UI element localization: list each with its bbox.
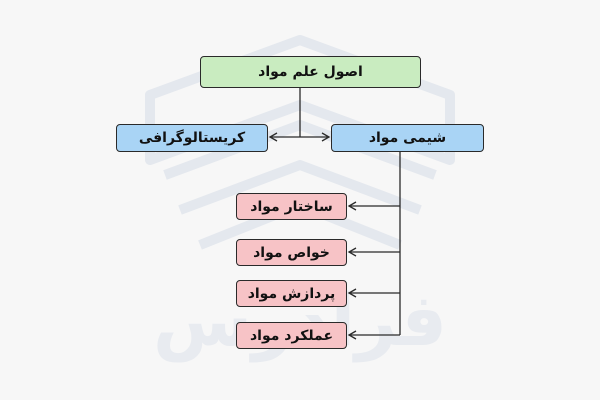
node-material-structure: ساختار مواد	[236, 193, 347, 220]
node-crystallography: کریستالوگرافی	[116, 124, 268, 152]
node-materials-chemistry-label: شیمی مواد	[368, 130, 447, 146]
node-material-properties: خواص مواد	[236, 239, 347, 266]
node-material-processing-label: پردازش مواد	[247, 285, 336, 302]
node-material-processing: پردازش مواد	[236, 280, 347, 307]
node-material-properties-label: خواص مواد	[253, 244, 330, 261]
node-root-label: اصول علم مواد	[258, 64, 363, 80]
node-materials-chemistry: شیمی مواد	[331, 124, 484, 152]
node-root: اصول علم مواد	[200, 56, 421, 88]
node-material-performance-label: عملکرد مواد	[250, 327, 334, 344]
node-material-performance: عملکرد مواد	[236, 322, 347, 349]
node-crystallography-label: کریستالوگرافی	[138, 130, 246, 146]
node-material-structure-label: ساختار مواد	[250, 198, 333, 215]
